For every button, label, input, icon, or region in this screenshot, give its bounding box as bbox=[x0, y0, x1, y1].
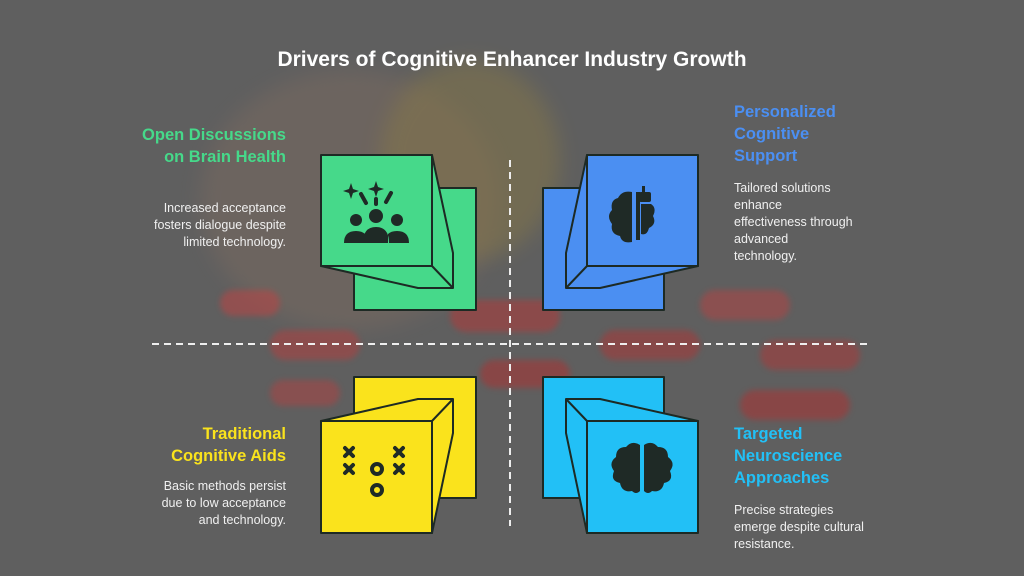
description-targeted-neuroscience: Precise strategies emerge despite cultur… bbox=[734, 503, 864, 551]
heading-traditional-aids: Traditional Cognitive Aids bbox=[171, 425, 286, 465]
heading-targeted-neuroscience: Targeted Neuroscience Approaches bbox=[734, 425, 843, 487]
yellow-cube bbox=[320, 376, 477, 534]
blue-cube bbox=[542, 154, 699, 311]
heading-open-discussions: Open Discussions on Brain Health bbox=[142, 126, 286, 166]
brain-icon bbox=[611, 442, 673, 493]
page-title: Drivers of Cognitive Enhancer Industry G… bbox=[277, 48, 747, 71]
celebrating-people-icon bbox=[343, 181, 409, 243]
description-traditional-aids: Basic methods persist due to low accepta… bbox=[161, 479, 286, 527]
description-personalized-support: Tailored solutions enhance effectiveness… bbox=[734, 181, 853, 263]
brain-robot-icon bbox=[609, 186, 655, 243]
heading-personalized-support: Personalized Cognitive Support bbox=[734, 103, 836, 165]
description-open-discussions: Increased acceptance fosters dialogue de… bbox=[153, 201, 286, 249]
tic-tac-toe-strategy-icon bbox=[343, 446, 405, 497]
